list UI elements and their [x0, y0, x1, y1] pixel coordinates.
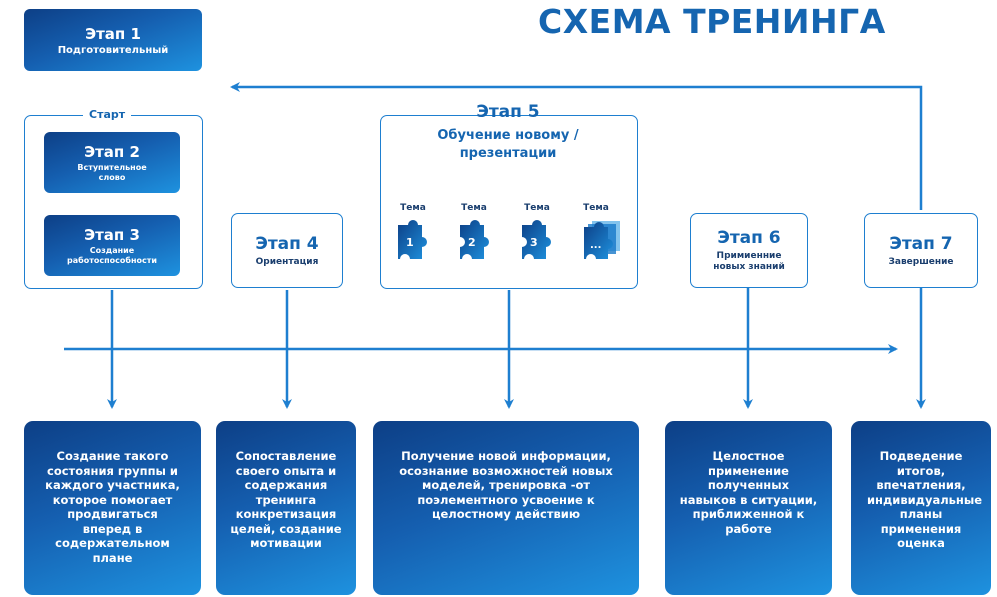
stage-6-title: Этап 6: [717, 228, 781, 248]
stage-4-box: Этап 4 Ориентация: [231, 213, 343, 288]
puzzle-piece-3-icon: 3: [522, 220, 551, 259]
stage-4-subtitle: Ориентация: [255, 256, 319, 267]
stage-3-box: Этап 3 Создание работоспособности: [44, 215, 180, 276]
outcome-text-4: Целостное применение полученных навыков …: [679, 449, 818, 536]
stage-3-subtitle: Создание работоспособности: [67, 245, 157, 265]
topic-4-num: ...: [590, 240, 601, 251]
topic-3-num: 3: [530, 236, 538, 249]
puzzle-icons: 1 2 3 ...: [398, 220, 620, 259]
topic-1-num: 1: [406, 236, 414, 249]
stage-6-box: Этап 6 Примиенние новых знаний: [690, 213, 808, 288]
outcome-box-1: Создание такого состояния группы и каждо…: [24, 421, 201, 595]
page-title: СХЕМА ТРЕНИНГА: [538, 2, 886, 41]
stage-1-title: Этап 1: [85, 24, 141, 43]
outcome-text-3: Получение новой информации, осознание во…: [399, 449, 613, 521]
stage-3-title: Этап 3: [84, 225, 140, 244]
stage-1-subtitle: Подготовительный: [57, 44, 169, 56]
outcome-text-1: Создание такого состояния группы и каждо…: [45, 449, 180, 565]
stage-7-title: Этап 7: [889, 233, 953, 254]
puzzle-piece-1-icon: 1: [398, 220, 427, 259]
stage-2-box: Этап 2 Вступительное слово: [44, 132, 180, 193]
outcome-box-5: Подведение итогов, впечатления, индивиду…: [851, 421, 991, 595]
puzzle-stack-icon: ...: [584, 221, 620, 259]
puzzle-piece-2-icon: 2: [460, 220, 489, 259]
stage-7-box: Этап 7 Завершение: [864, 213, 978, 288]
stage-2-title: Этап 2: [84, 142, 140, 161]
outcome-box-3: Получение новой информации, осознание во…: [373, 421, 639, 595]
topic-3-label: Тема: [524, 203, 550, 213]
stage-7-subtitle: Завершение: [888, 256, 954, 267]
stage-1-box: Этап 1 Подготовительный: [24, 9, 202, 71]
outcome-text-2: Сопоставление своего опыта и содержания …: [230, 449, 342, 550]
topic-2-num: 2: [468, 236, 476, 249]
topic-1-label: Тема: [400, 203, 426, 213]
stage-5-box: [380, 115, 638, 289]
topic-4-label: Тема: [583, 203, 609, 213]
outcome-text-5: Подведение итогов, впечатления, индивиду…: [867, 449, 983, 550]
topic-2-label: Тема: [461, 203, 487, 213]
outcome-box-4: Целостное применение полученных навыков …: [665, 421, 832, 595]
stage-5-title: Этап 5: [476, 102, 540, 122]
stage-2-subtitle: Вступительное слово: [77, 162, 147, 182]
loop-back-arrow: [230, 82, 923, 210]
stage-6-subtitle: Примиенние новых знаний: [713, 251, 785, 272]
start-label: Старт: [83, 108, 132, 121]
outcome-box-2: Сопоставление своего опыта и содержания …: [216, 421, 356, 595]
stage-4-title: Этап 4: [255, 233, 319, 254]
stage-5-subtitle: Обучение новому / презентации: [437, 128, 579, 161]
